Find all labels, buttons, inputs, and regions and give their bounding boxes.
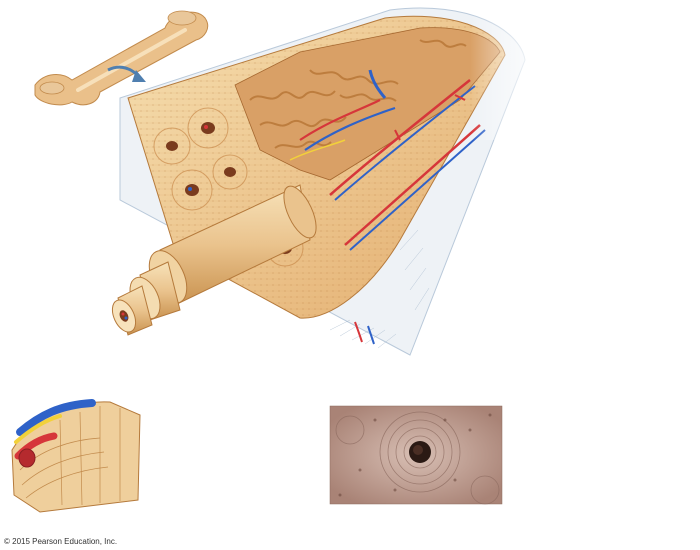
long-bone-thumbnail [34, 10, 209, 106]
osteon-cylinder [111, 184, 317, 336]
osteon-detail-illustration [11, 399, 141, 513]
spongy-vessels [289, 69, 396, 161]
osteon-4 [212, 154, 248, 190]
arrow-head [132, 70, 146, 82]
exiting-vessels [354, 321, 375, 345]
copyright-text: © 2015 Pearson Education, Inc. [4, 537, 118, 546]
periosteum-fibers [329, 229, 430, 349]
longitudinal-vessels [329, 79, 486, 251]
osteon-micrograph [329, 405, 503, 505]
trabeculae [249, 39, 467, 149]
osteon-3 [171, 169, 213, 211]
osteon-1 [187, 107, 229, 149]
edge-fade [470, 0, 550, 140]
osteon-2 [153, 127, 191, 165]
